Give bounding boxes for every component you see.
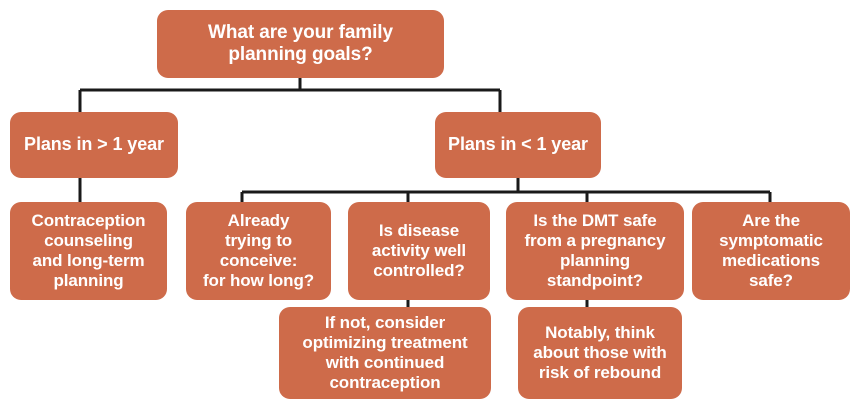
node-family-planning-goals[interactable]: What are your family planning goals? — [157, 10, 444, 78]
node-already-trying-to-conceive[interactable]: Already trying to conceive: for how long… — [186, 202, 331, 300]
node-dmt-pregnancy-safe[interactable]: Is the DMT safe from a pregnancy plannin… — [506, 202, 684, 300]
node-disease-activity-controlled[interactable]: Is disease activity well controlled? — [348, 202, 490, 300]
node-optimize-treatment-contraception[interactable]: If not, consider optimizing treatment wi… — [279, 307, 491, 399]
node-symptomatic-medications-safe[interactable]: Are the symptomatic medications safe? — [692, 202, 850, 300]
node-plans-greater-than-1-year[interactable]: Plans in > 1 year — [10, 112, 178, 178]
node-contraception-counseling[interactable]: Contraception counseling and long-term p… — [10, 202, 167, 300]
node-risk-of-rebound[interactable]: Notably, think about those with risk of … — [518, 307, 682, 399]
node-plans-less-than-1-year[interactable]: Plans in < 1 year — [435, 112, 601, 178]
